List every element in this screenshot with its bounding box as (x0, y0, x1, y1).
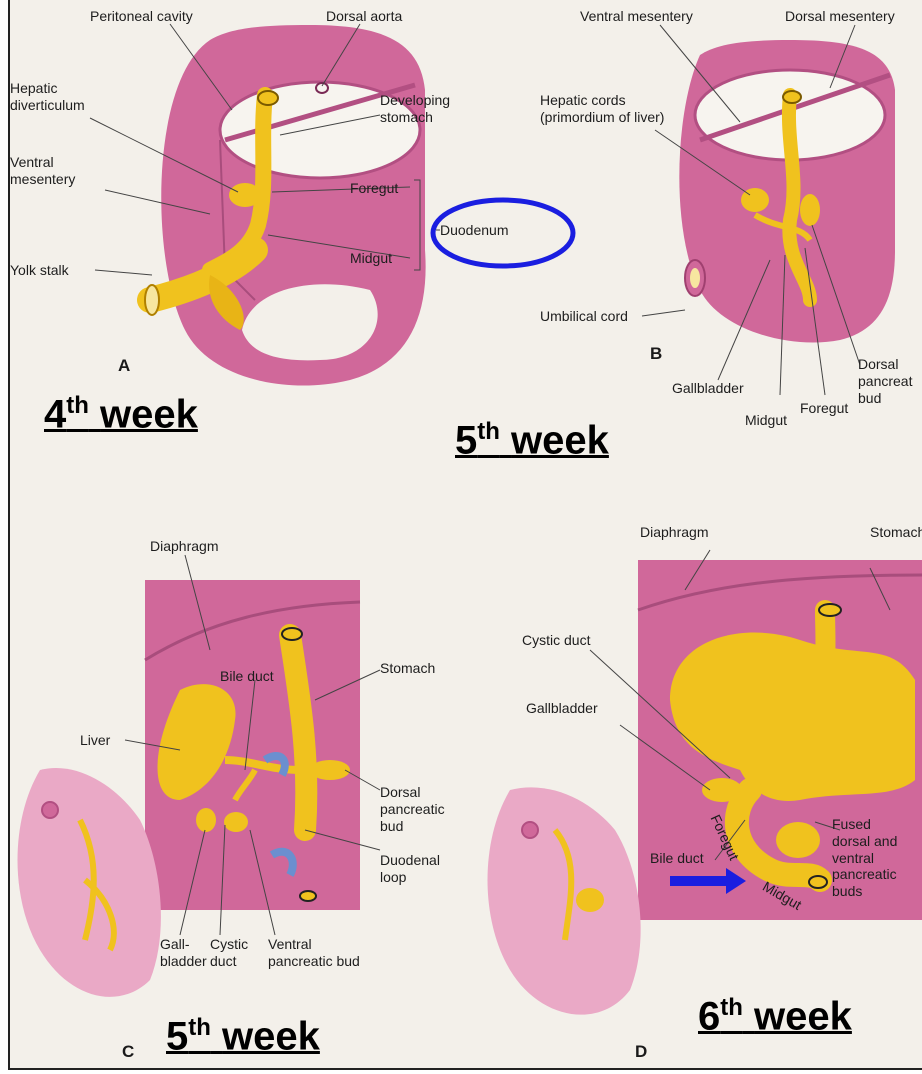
label-dorsal-pancreatic-bud-b: Dorsal pancreat bud (858, 356, 914, 406)
label-diaphragm-d: Diaphragm (640, 524, 708, 541)
label-ventral-pancreatic-bud: Ventral pancreatic bud (268, 936, 378, 970)
label-fused-pancreatic-buds: Fused dorsal and ventral pancreatic buds (832, 816, 912, 900)
label-hepatic-cords: Hepatic cords (primordium of liver) (540, 92, 690, 126)
week-label-c: 5th week (166, 1014, 320, 1059)
label-foregut-b: Foregut (800, 400, 848, 417)
panel-a-drawing (90, 24, 440, 386)
label-liver: Liver (80, 732, 110, 749)
label-diaphragm-c: Diaphragm (150, 538, 218, 555)
label-gallbladder-c: Gall- bladder (160, 936, 210, 970)
panel-c-drawing (18, 555, 381, 997)
label-hepatic-diverticulum: Hepatic diverticulum (10, 80, 100, 114)
label-dorsal-aorta: Dorsal aorta (326, 8, 402, 25)
label-peritoneal-cavity: Peritoneal cavity (90, 8, 193, 25)
label-gallbladder-d: Gallbladder (526, 700, 598, 717)
panel-letter-a: A (118, 356, 130, 376)
label-cystic-duct-c: Cystic duct (210, 936, 255, 970)
week-label-a: 4th week (44, 392, 198, 437)
label-gallbladder-b: Gallbladder (672, 380, 744, 397)
label-ventral-mesentery-b: Ventral mesentery (580, 8, 693, 25)
panel-b-drawing (642, 25, 895, 395)
diagram-frame: Peritoneal cavity Dorsal aorta Hepatic d… (8, 0, 922, 1070)
label-yolk-stalk: Yolk stalk (10, 262, 69, 279)
panel-letter-c: C (122, 1042, 134, 1062)
label-ventral-mesentery-a: Ventral mesentery (10, 154, 95, 188)
label-dorsal-pancreatic-bud-c: Dorsal pancreatic bud (380, 784, 465, 834)
week-label-d: 6th week (698, 994, 852, 1039)
label-foregut-a: Foregut (350, 180, 398, 197)
label-stomach-d: Stomach (870, 524, 922, 541)
panel-letter-d: D (635, 1042, 647, 1062)
label-duodenal-loop: Duodenal loop (380, 852, 450, 886)
week-label-b: 5th week (455, 418, 609, 463)
label-duodenum: Duodenum (440, 222, 509, 239)
panel-letter-b: B (650, 344, 662, 364)
label-bile-duct-d: Bile duct (650, 850, 704, 867)
label-developing-stomach: Developing stomach (380, 92, 460, 126)
panel-d-drawing (488, 550, 922, 1015)
label-midgut-a: Midgut (350, 250, 392, 267)
label-stomach-c: Stomach (380, 660, 435, 677)
label-umbilical-cord: Umbilical cord (540, 308, 628, 325)
label-bile-duct-c: Bile duct (220, 668, 274, 685)
label-midgut-b: Midgut (745, 412, 787, 429)
label-cystic-duct-d: Cystic duct (522, 632, 590, 649)
label-dorsal-mesentery: Dorsal mesentery (785, 8, 895, 25)
